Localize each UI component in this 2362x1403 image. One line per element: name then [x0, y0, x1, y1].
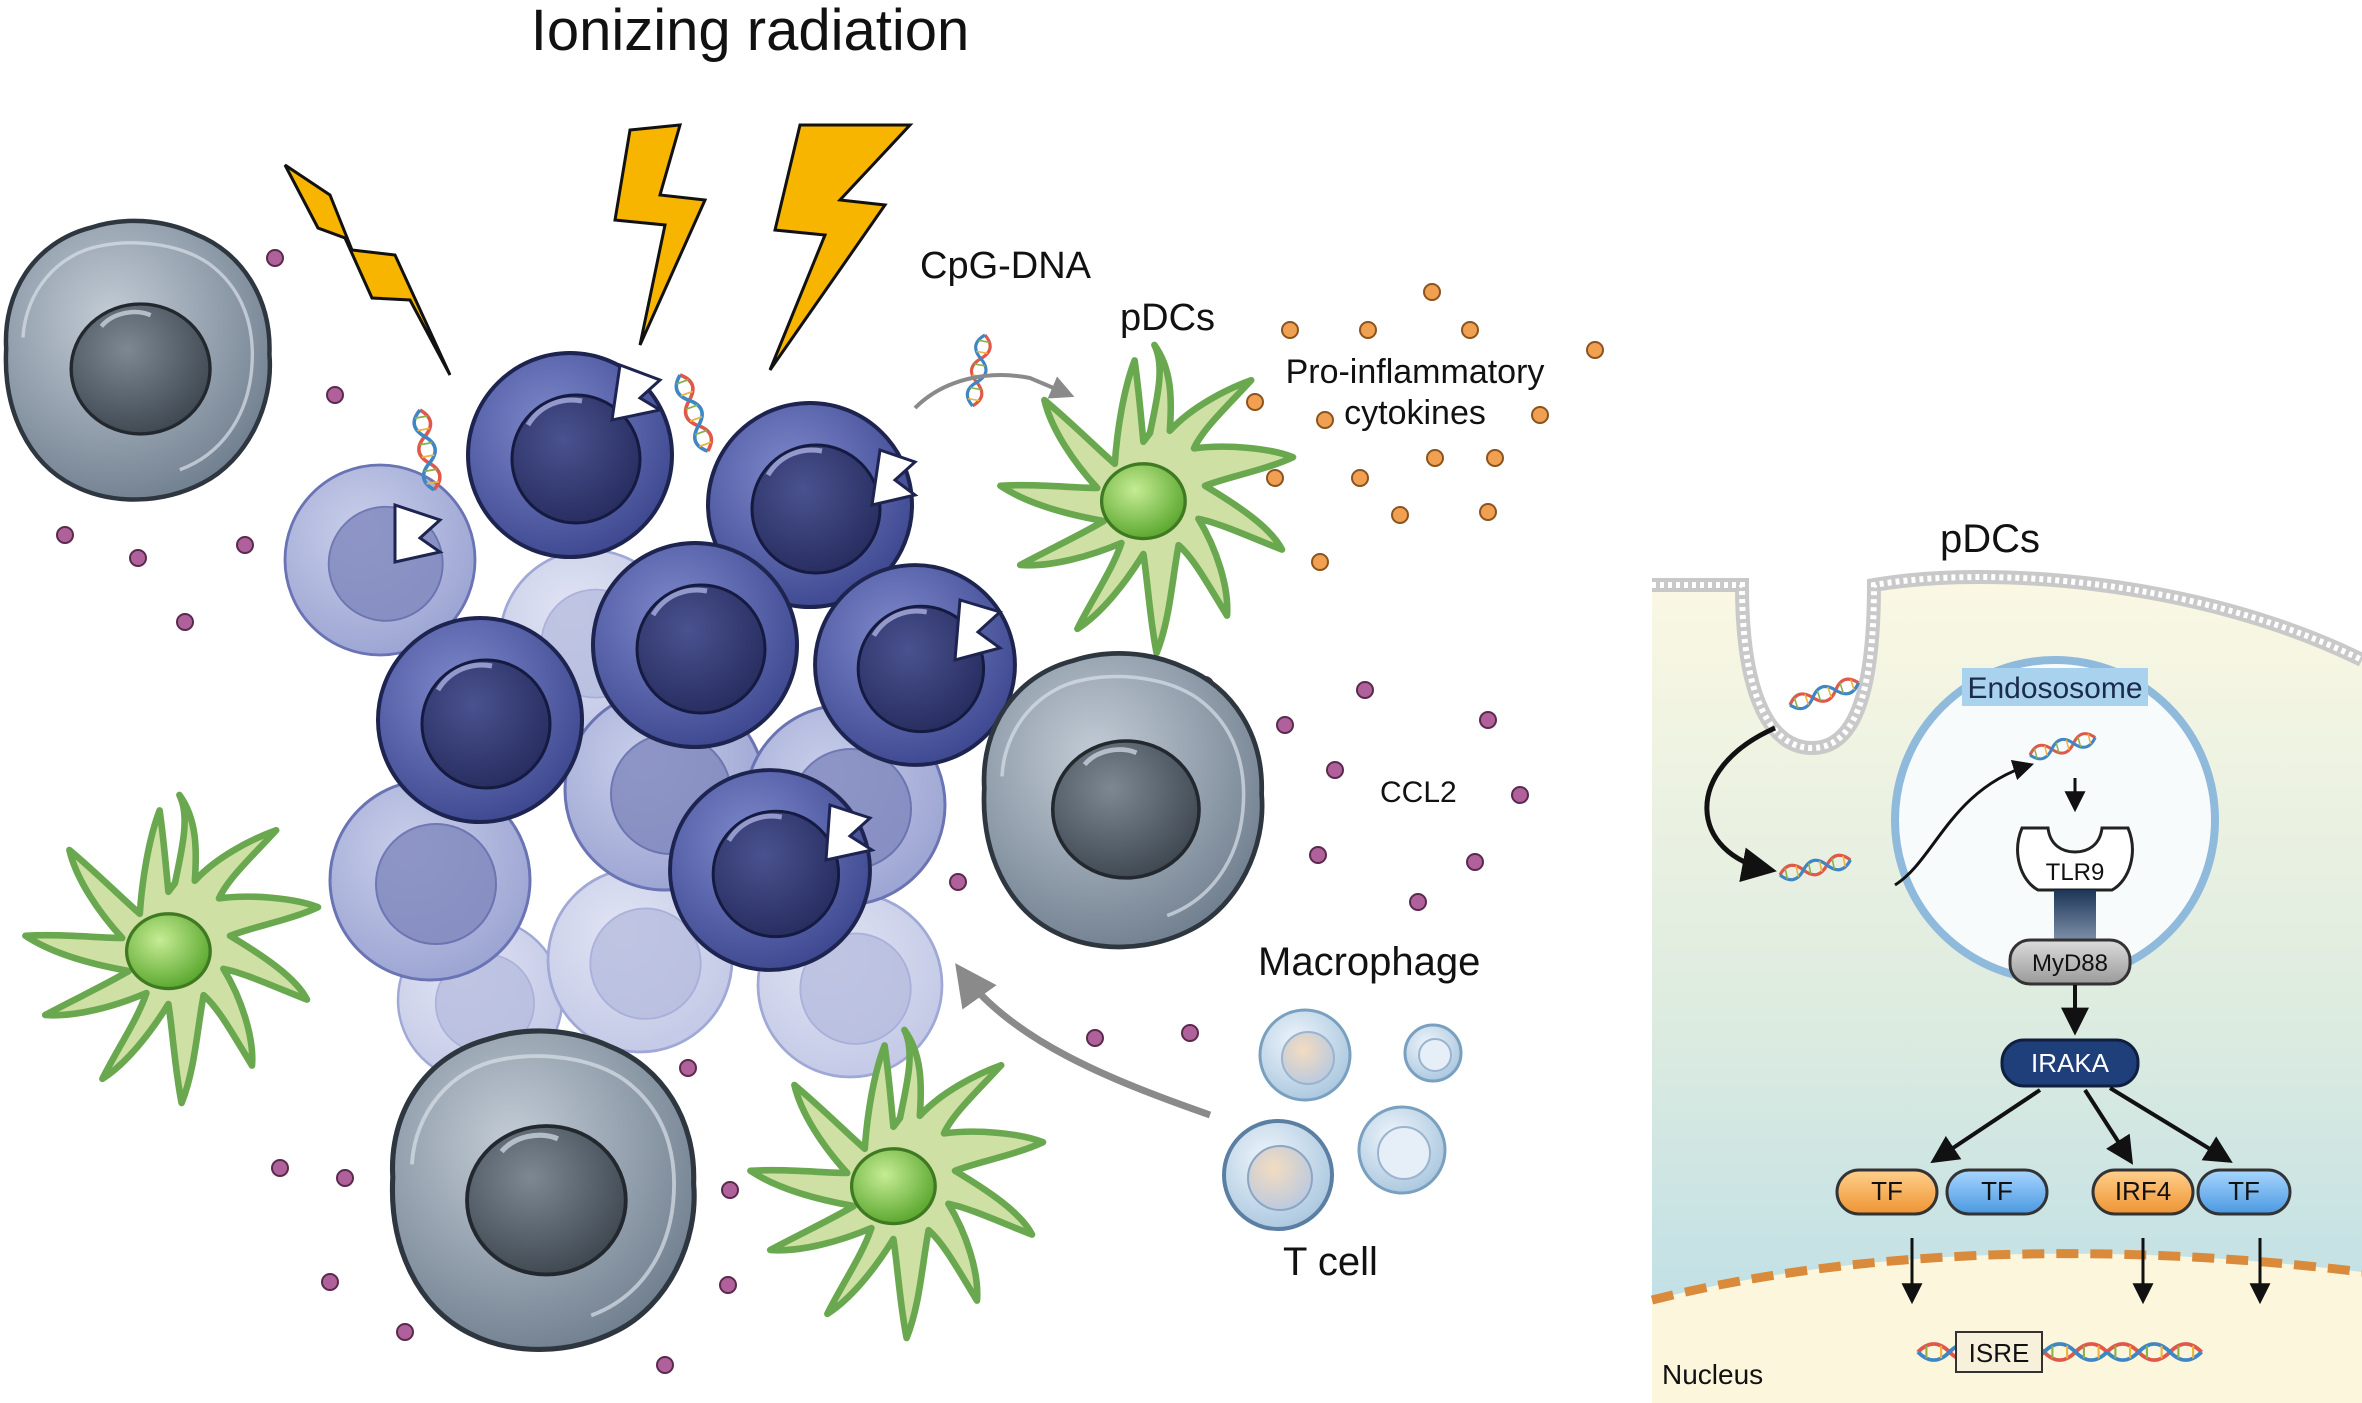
- pdc-cell: [1000, 345, 1293, 653]
- tumor-cell: [670, 770, 870, 970]
- inset-title: pDCs: [1940, 517, 2040, 561]
- pdc-cell: [25, 795, 318, 1103]
- endosome-label-box: [1962, 668, 2148, 706]
- nucleus-region: [1652, 1253, 2362, 1403]
- myd88-node: [2008, 938, 2132, 986]
- tf-blue-node: [1945, 1168, 2049, 1216]
- tf-blue-label: TF: [1981, 1176, 2013, 1206]
- cpg-dna-fragment-icon: [963, 332, 994, 409]
- cell-damage-marks: [393, 362, 1004, 862]
- tlr9-stalk: [2054, 890, 2096, 940]
- iraka-node: [2000, 1038, 2140, 1088]
- lightning-icon: [768, 123, 914, 371]
- tlr9-receptor: [2016, 826, 2134, 892]
- iraka-to-irf4-arrow: [2083, 1088, 2134, 1165]
- t-cell: [1357, 1105, 1447, 1195]
- t-cell: [1258, 1008, 1352, 1102]
- t-cell: [1222, 1119, 1334, 1231]
- tumor-cell: [378, 618, 582, 822]
- ccl2-dots: [56, 249, 1529, 1374]
- tf-blue-right-node: [2196, 1168, 2292, 1216]
- cpg-dna-fragment-icon: [670, 370, 718, 456]
- pdcs-label: pDCs: [1120, 297, 1215, 339]
- lightning-icon: [283, 163, 452, 376]
- endosome-entry-arrow: [1894, 760, 2035, 887]
- iraka-to-tf-right-arrow: [2108, 1086, 2233, 1163]
- cpg-dna-label: CpG-DNA: [920, 245, 1092, 287]
- endocytosis-arrow: [1704, 725, 1777, 883]
- nuclear-membrane: [1650, 1249, 2362, 1305]
- macrophage-label: Macrophage: [1258, 940, 1480, 984]
- myd88-label: MyD88: [2032, 950, 2108, 977]
- plasma-membrane: [1652, 570, 2362, 756]
- cytokines-label: cytokines: [1344, 394, 1486, 432]
- nucleus-label: Nucleus: [1662, 1359, 1763, 1390]
- tf-orange-label: TF: [1871, 1176, 1903, 1206]
- tf-orange-node: [1835, 1168, 1939, 1216]
- t-cell: [1403, 1023, 1463, 1083]
- macrophage-cell: [392, 1031, 694, 1349]
- cytokine-dots: [1246, 283, 1604, 571]
- cpg-dna-icon: [1786, 674, 1863, 714]
- macrophage-cell: [6, 221, 270, 500]
- pdc-cell: [750, 1030, 1043, 1338]
- lightning-icon: [613, 123, 708, 346]
- endosome-label: Endososome: [1967, 672, 2142, 705]
- tumor-cell: [593, 543, 797, 747]
- isre-label: ISRE: [1969, 1338, 2030, 1368]
- iraka-to-tf-arrow: [1930, 1088, 2042, 1164]
- pdc-signaling-inset: pDCs Endososome TLR9 MyD88 IRAKA: [1650, 517, 2362, 1403]
- diagram-title: Ionizing radiation: [531, 0, 970, 63]
- macrophage-cell: [984, 653, 1262, 947]
- t-cell-label: T cell: [1283, 1240, 1378, 1284]
- ccl2-label: CCL2: [1380, 776, 1457, 809]
- irf4-node: [2091, 1168, 2195, 1216]
- isre-box: [1955, 1331, 2043, 1373]
- tf-blue-right-label: TF: [2228, 1176, 2260, 1206]
- irf4-label: IRF4: [2115, 1176, 2171, 1206]
- tumor-cell: [815, 565, 1015, 765]
- cpg-to-pdc-arrow: [913, 373, 1075, 410]
- iraka-label: IRAKA: [2031, 1048, 2110, 1078]
- tlr9-label: TLR9: [2046, 859, 2105, 886]
- t-cell-recruitment-arrow: [955, 963, 1212, 1119]
- pro-inflammatory-label: Pro-inflammatory: [1286, 353, 1545, 391]
